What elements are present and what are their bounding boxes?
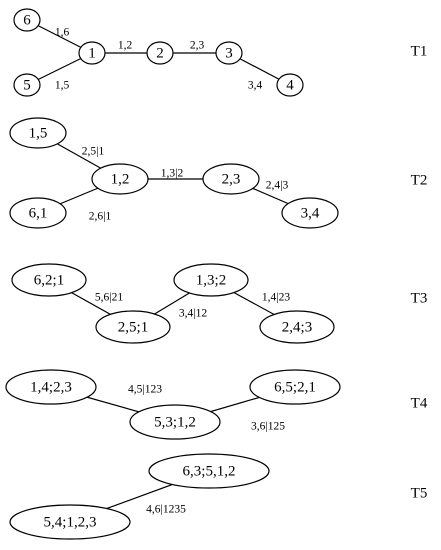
node-ellipse xyxy=(13,73,41,97)
node-ellipse xyxy=(9,117,67,149)
node-ellipse xyxy=(276,73,304,97)
edge-label: 2,6|1 xyxy=(89,211,112,223)
node-ellipse xyxy=(13,8,41,32)
node-ellipse xyxy=(202,163,260,195)
edge-label: 1,3|2 xyxy=(161,168,184,180)
node: 1,4;2,3 xyxy=(5,369,97,405)
edge-label: 3,4|12 xyxy=(179,308,207,320)
node: 2 xyxy=(146,41,174,65)
node: 6,1 xyxy=(9,197,67,229)
node: 6,5;2,1 xyxy=(249,369,341,405)
node: 5 xyxy=(13,73,41,97)
node-label: 1,2 xyxy=(111,171,130,187)
tree-t5: 4,6|1235 6,3;5,1,2 5,4;1,2,3 T5 xyxy=(9,453,428,540)
edge-label: 4,6|1235 xyxy=(146,504,186,516)
edge-label: 2,4|3 xyxy=(266,180,289,192)
node-label: 3,4 xyxy=(301,205,320,221)
node-label: 6 xyxy=(23,12,31,28)
node-ellipse xyxy=(146,41,174,65)
node-label: 6,2;1 xyxy=(34,272,64,288)
node-label: 3 xyxy=(225,45,233,61)
node-ellipse xyxy=(91,163,149,195)
node-label: 1,3;2 xyxy=(196,272,226,288)
node-ellipse xyxy=(173,263,249,297)
node-label: 6,5;2,1 xyxy=(274,379,316,395)
edge-label: 3,6|125 xyxy=(251,421,285,433)
node: 5,4;1,2,3 xyxy=(9,504,131,540)
node-label: 5,3;1,2 xyxy=(154,414,196,430)
node-ellipse xyxy=(95,310,171,344)
node-ellipse xyxy=(11,263,87,297)
tree-label: T4 xyxy=(411,395,428,411)
node-ellipse xyxy=(5,369,97,405)
node-label: 6,3;5,1,2 xyxy=(183,463,236,479)
edge-label: 1,2 xyxy=(118,40,133,52)
tree-t1: 1,6 1,5 1,2 2,3 3,4 6 5 1 2 3 4 T1 xyxy=(13,8,428,97)
node-label: 2 xyxy=(156,45,164,61)
node: 2,5;1 xyxy=(95,310,171,344)
node-label: 5,4;1,2,3 xyxy=(44,514,97,530)
node-label: 2,3 xyxy=(222,171,241,187)
node: 2,3 xyxy=(202,163,260,195)
edge-label: 1,4|23 xyxy=(262,292,290,304)
node-label: 2,4;3 xyxy=(282,319,312,335)
node: 1 xyxy=(78,41,106,65)
node: 5,3;1,2 xyxy=(129,404,221,440)
node-ellipse xyxy=(281,197,339,229)
node: 1,5 xyxy=(9,117,67,149)
node-ellipse xyxy=(9,197,67,229)
node: 2,4;3 xyxy=(259,310,335,344)
edge-label: 3,4 xyxy=(248,80,263,92)
edge-label: 2,3 xyxy=(190,40,205,52)
node-label: 4 xyxy=(286,77,294,93)
tree-t4: 4,5|123 3,6|125 1,4;2,3 5,3;1,2 6,5;2,1T4 xyxy=(5,369,428,440)
node: 3,4 xyxy=(281,197,339,229)
node: 1,3;2 xyxy=(173,263,249,297)
node-ellipse xyxy=(148,453,270,489)
node: 3 xyxy=(215,41,243,65)
node-label: 1 xyxy=(88,45,96,61)
node-ellipse xyxy=(215,41,243,65)
tree-t3: 5,6|21 3,4|12 1,4|23 6,2;1 2,5;1 1,3;2 2,4;3 T3 xyxy=(11,263,428,344)
node-label: 2,5;1 xyxy=(118,319,148,335)
tree-label: T3 xyxy=(411,290,428,306)
tree-t2: 2,5|1 2,6|1 1,3|2 2,4|3 1,5 1,2 6,1 2,3 3,4 T2 xyxy=(9,117,428,229)
node-ellipse xyxy=(129,404,221,440)
node: 4 xyxy=(276,73,304,97)
tree-label: T5 xyxy=(411,485,428,501)
tree-label: T1 xyxy=(411,43,428,59)
node-ellipse xyxy=(78,41,106,65)
node-ellipse xyxy=(9,504,131,540)
edge-label: 1,5 xyxy=(55,80,70,92)
node: 6 xyxy=(13,8,41,32)
node: 1,2 xyxy=(91,163,149,195)
edge-label: 1,6 xyxy=(55,27,70,39)
edge-label: 4,5|123 xyxy=(128,384,162,396)
node-label: 6,1 xyxy=(29,205,48,221)
node-label: 5 xyxy=(23,77,31,93)
tree-label: T2 xyxy=(411,172,428,188)
node-label: 1,4;2,3 xyxy=(30,379,72,395)
node-label: 1,5 xyxy=(29,125,48,141)
node: 6,3;5,1,2 xyxy=(148,453,270,489)
edge-label: 5,6|21 xyxy=(95,292,123,304)
edge-label: 2,5|1 xyxy=(82,146,105,158)
node: 6,2;1 xyxy=(11,263,87,297)
node-ellipse xyxy=(259,310,335,344)
node-ellipse xyxy=(249,369,341,405)
